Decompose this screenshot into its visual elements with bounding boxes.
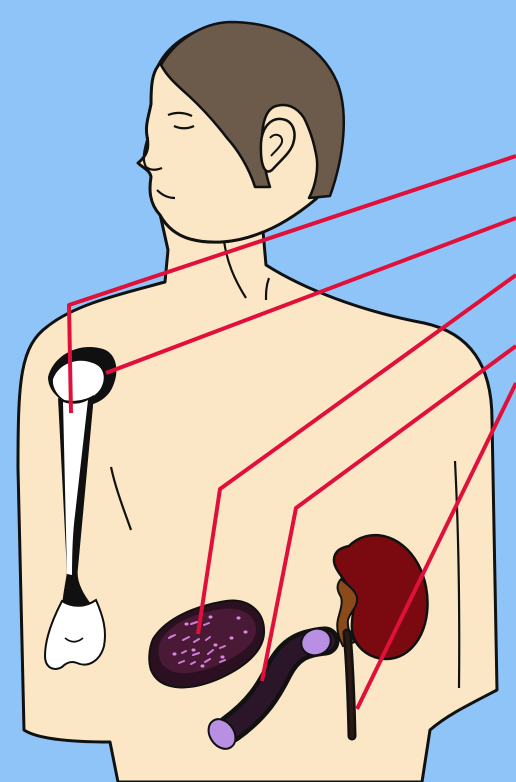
anatomy-diagram xyxy=(0,0,516,782)
anatomy-svg xyxy=(0,0,516,782)
